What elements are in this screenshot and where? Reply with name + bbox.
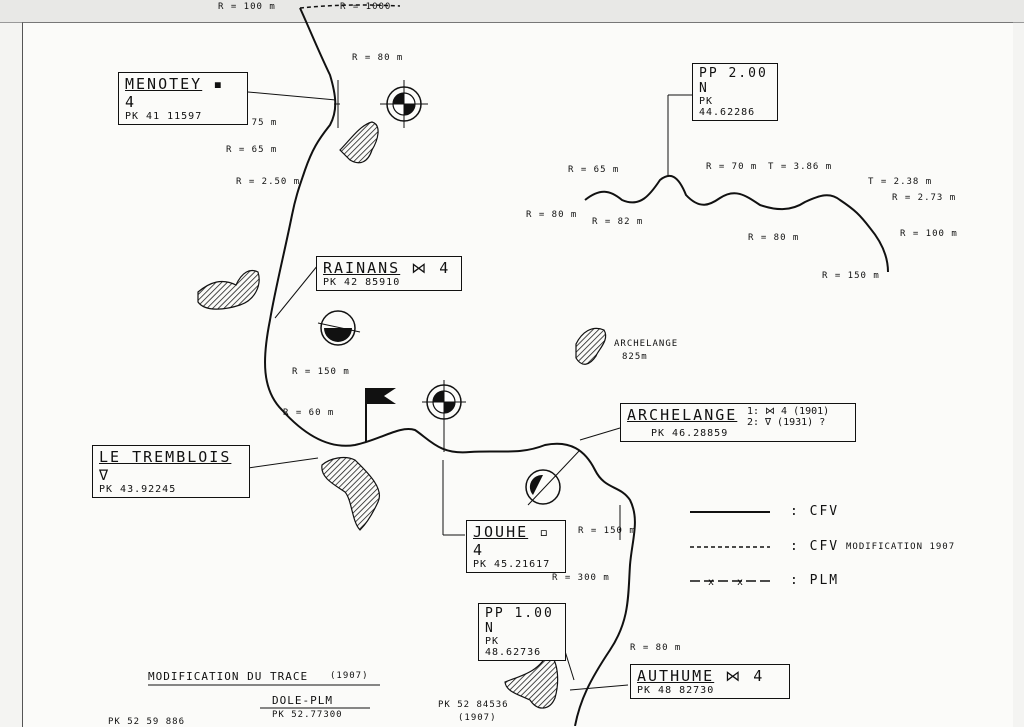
footer-line: DOLE-PLM	[272, 694, 333, 707]
station-symbol: ∇	[99, 466, 111, 484]
station-symbol: ▫ 4	[473, 523, 551, 559]
pond-1	[339, 121, 379, 164]
radius-label: R = 80 m	[352, 53, 404, 63]
station-menotey[interactable]: MENOTEY ▪ 4 PK 41 11597	[118, 72, 248, 125]
upper-right-line	[584, 174, 889, 273]
legend-cfv-mod-label: : CFV	[790, 539, 840, 554]
signal-disc-tremblois	[422, 380, 466, 452]
station-history-1: 1: ⋈ 4 (1901)	[746, 406, 830, 417]
halt-pp-2-00-n[interactable]: PP 2.00 N PK 44.62286	[692, 63, 778, 121]
village-name: ARCHELANGE	[614, 339, 679, 349]
station-symbol: ⋈ 4	[725, 667, 765, 685]
radius-label: R = 100 m	[218, 2, 276, 12]
halt-pk: PK 48.62736	[485, 636, 542, 658]
halt-name: PP 1.00 N	[485, 606, 554, 636]
halt-name: PP 2.00 N	[699, 66, 768, 96]
radius-label: T = 3.86 m	[768, 162, 833, 172]
footer-year: (1907)	[330, 671, 369, 681]
svg-text:x: x	[737, 578, 743, 589]
station-pk: PK 41 11597	[125, 111, 203, 122]
legend-cfv-label: : CFV	[790, 504, 840, 519]
modification-1907-line	[299, 4, 401, 9]
leader-lines	[247, 80, 692, 691]
station-authume[interactable]: AUTHUME ⋈ 4 PK 48 82730	[630, 664, 790, 699]
radius-label: T = 2.38 m	[868, 177, 933, 187]
station-name: ARCHELANGE	[627, 406, 738, 424]
station-le-tremblois[interactable]: LE TREMBLOIS ∇ PK 43.92245	[92, 445, 250, 498]
station-name: MENOTEY	[125, 75, 203, 93]
station-symbol: ▪ 4	[125, 75, 225, 111]
legend-cfv-mod-suffix: MODIFICATION 1907	[846, 542, 956, 552]
station-pk: PK 46.28859	[651, 428, 729, 439]
station-history-2: 2: ∇ (1931) ?	[746, 417, 826, 428]
station-name: AUTHUME	[637, 667, 715, 685]
signal-disc-menotey	[380, 80, 428, 128]
footer-pk-1: PK 52.77300	[272, 710, 343, 720]
radius-label: R = 2.73 m	[892, 193, 957, 203]
radius-label: R = 80 m	[630, 643, 682, 653]
station-name: RAINANS	[323, 259, 401, 277]
pond-5	[504, 651, 559, 709]
radius-label: R = 82 m	[592, 217, 644, 227]
footer-pk-2-year: (1907)	[458, 713, 497, 723]
svg-text:x: x	[708, 578, 714, 589]
radius-label: R = 75 m	[226, 118, 278, 128]
halt-pp-1-00-n[interactable]: PP 1.00 N PK 48.62736	[478, 603, 566, 661]
radius-label: R = 150 m	[822, 271, 880, 281]
radius-label: R = 80 m	[526, 210, 578, 220]
radius-label: R = 60 m	[283, 408, 335, 418]
signal-disc-archelange	[525, 449, 581, 506]
flag-icon	[365, 388, 396, 442]
signal-disc-rainans	[317, 310, 361, 346]
radius-label: R = 70 m	[706, 162, 758, 172]
station-name: JOUHE	[473, 523, 529, 541]
pond-4	[575, 327, 607, 365]
station-jouhe[interactable]: JOUHE ▫ 4 PK 45.21617	[466, 520, 566, 573]
radius-label: R = 300 m	[552, 573, 610, 583]
station-pk: PK 48 82730	[637, 685, 715, 696]
radius-label: R = 2.50 m	[236, 177, 301, 187]
village-elevation: 825m	[622, 352, 648, 362]
footer-pk-2: PK 52 84536	[438, 700, 509, 710]
pond-3	[321, 456, 381, 531]
footer-pk-3: PK 52 59 886	[108, 717, 186, 727]
legend-line-plm: x x	[690, 578, 770, 589]
station-pk: PK 45.21617	[473, 559, 551, 570]
main-railway-line	[264, 7, 636, 726]
radius-label: R = 1000	[340, 2, 392, 12]
radius-label: R = 150 m	[578, 526, 636, 536]
footer-title: MODIFICATION DU TRACE	[148, 670, 309, 683]
radius-label: R = 65 m	[226, 145, 278, 155]
pond-2	[197, 269, 260, 310]
radius-label: R = 100 m	[900, 229, 958, 239]
station-pk: PK 42 85910	[323, 277, 401, 288]
station-pk: PK 43.92245	[99, 484, 177, 495]
station-name: LE TREMBLOIS	[99, 448, 232, 466]
radius-label: R = 150 m	[292, 367, 350, 377]
radius-label: R = 80 m	[748, 233, 800, 243]
station-symbol: ⋈ 4	[411, 259, 451, 277]
station-rainans[interactable]: RAINANS ⋈ 4 PK 42 85910	[316, 256, 462, 291]
station-archelange[interactable]: ARCHELANGE 1: ⋈ 4 (1901) 2: ∇ (1931) ? P…	[620, 403, 856, 442]
radius-label: R = 65 m	[568, 165, 620, 175]
legend-plm-label: : PLM	[790, 573, 840, 588]
halt-pk: PK 44.62286	[699, 96, 756, 118]
